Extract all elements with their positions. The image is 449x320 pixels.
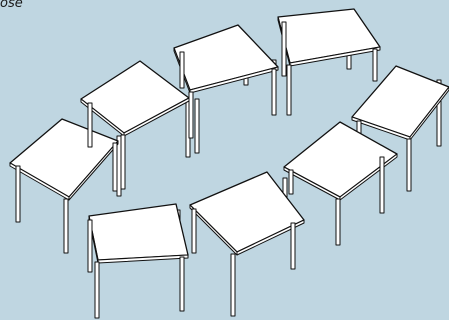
table-2-top [81, 61, 189, 133]
table-6 [284, 122, 397, 245]
table-8 [88, 204, 188, 318]
table-4-top [278, 9, 380, 63]
table-1-top [10, 119, 118, 197]
table-3 [174, 25, 278, 138]
table-4 [278, 9, 380, 115]
table-7 [190, 172, 304, 316]
table-5-top [352, 66, 449, 137]
table-8-top [89, 204, 188, 260]
